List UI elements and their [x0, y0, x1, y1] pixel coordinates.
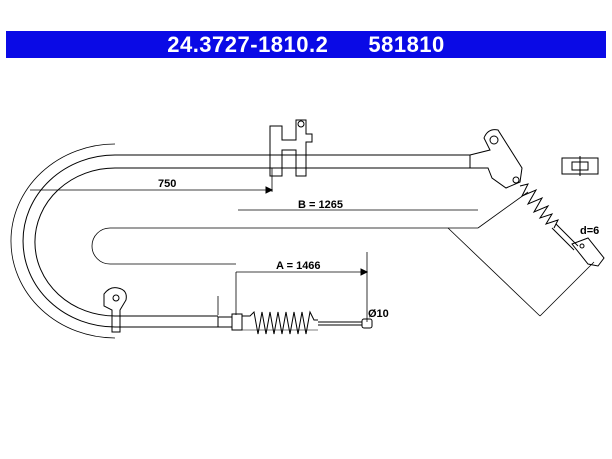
b-label: B = 1265 — [298, 199, 343, 211]
cable-outer — [22, 154, 470, 328]
center-clip — [269, 119, 313, 177]
left-bellows-boot — [242, 310, 318, 335]
part-number: 24.3727-1810.2 — [167, 31, 329, 57]
b-dimension-path — [91, 227, 478, 265]
cable-inner — [34, 167, 470, 317]
cable-guide-line — [10, 143, 116, 339]
left-end-nipple — [361, 318, 373, 329]
ref-number: 581810 — [368, 31, 445, 57]
d750-label: 750 — [158, 178, 176, 190]
dia-label: Ø10 — [368, 308, 389, 320]
left-bracket — [103, 287, 127, 333]
right-end-fitting — [571, 237, 605, 267]
a-label: A = 1466 — [276, 260, 321, 272]
right-bracket — [469, 129, 523, 189]
title-bar: 24.3727-1810.2 581810 — [6, 31, 606, 58]
right-bellows-boot — [519, 183, 559, 229]
d-label: d=6 — [580, 225, 599, 237]
